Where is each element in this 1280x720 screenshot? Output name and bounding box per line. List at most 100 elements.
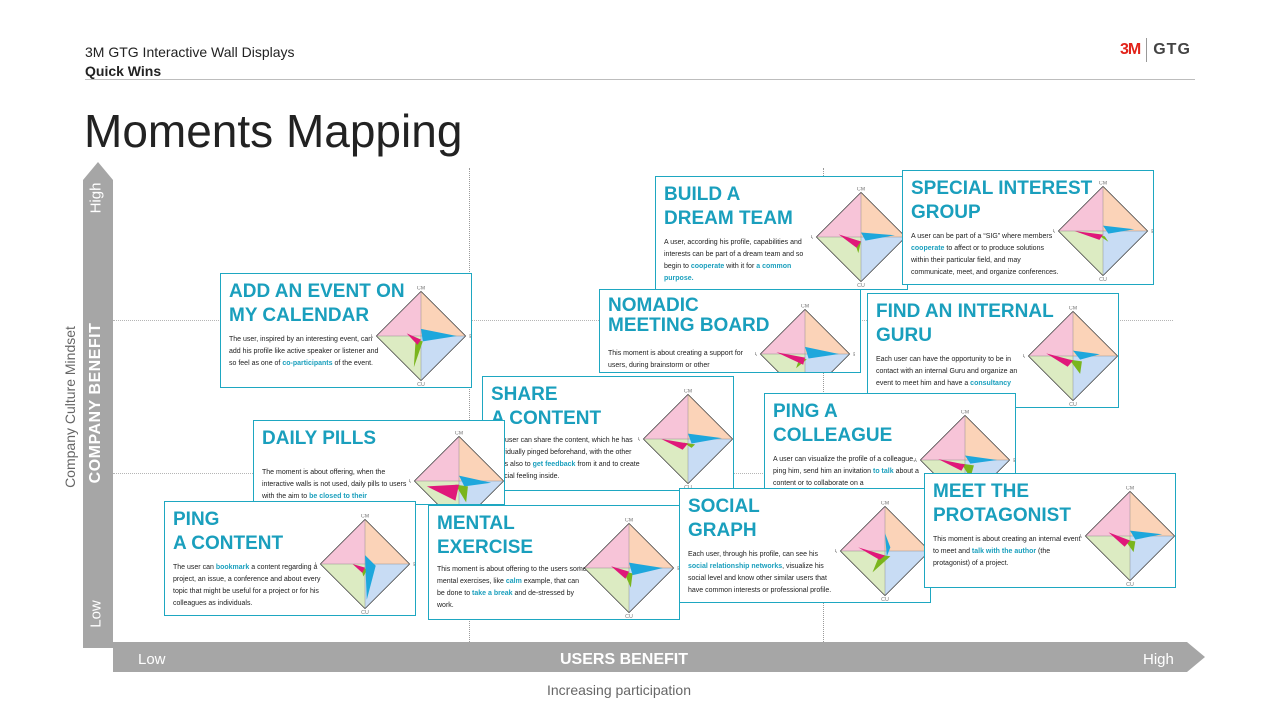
radar-shape-magenta xyxy=(776,352,805,365)
card-text: This moment is about offering to the use… xyxy=(437,566,587,585)
radar-label-e: E xyxy=(853,352,855,358)
card-title-line2: MEETING BOARD xyxy=(608,315,770,336)
card-text: A user can visualize the profile of a co… xyxy=(773,456,916,475)
card-description: The user, inspired by an interesting eve… xyxy=(229,334,379,370)
radar-label-a: A xyxy=(1053,229,1055,235)
card-radar: CMCUAE xyxy=(636,389,733,490)
radar-shape-green xyxy=(455,484,468,503)
radar-shape-green xyxy=(413,339,423,368)
radar-shape-magenta xyxy=(938,459,965,471)
card-highlight: social relationship networks xyxy=(688,563,783,570)
card-highlight: a common purpose. xyxy=(664,263,792,282)
radar-label-cm: CM xyxy=(361,514,370,520)
card-description: The moment is about offering, when the i… xyxy=(262,467,412,503)
radar-shape-blue xyxy=(885,533,891,557)
radar-shape-magenta xyxy=(661,439,688,450)
card-title-line2: PROTAGONIST xyxy=(933,505,1071,526)
radar-shape-magenta xyxy=(1046,353,1073,367)
radar-shape-magenta xyxy=(858,547,885,560)
radar-label-a: A xyxy=(835,549,837,555)
radar-label-a: A xyxy=(409,479,411,485)
radar-quadrant-bottom xyxy=(584,568,629,613)
grid-divider-v1 xyxy=(469,168,470,642)
radar-label-cu: CU xyxy=(1069,402,1077,406)
card-highlight: cooperate xyxy=(911,245,945,252)
radar-chart: CMCUAE xyxy=(833,501,930,602)
radar-label-cm: CM xyxy=(684,389,693,395)
card-highlight: bookmark xyxy=(215,564,250,571)
card-radar: CMCUAE xyxy=(809,187,907,289)
card-description: The user can bookmark a content regardin… xyxy=(173,562,323,610)
header-subtitle: 3M GTG Interactive Wall Displays xyxy=(85,44,295,60)
radar-shape-magenta xyxy=(352,564,365,573)
radar-shape-green xyxy=(872,554,891,573)
y-axis-subtitle: Company Culture Mindset xyxy=(62,326,78,488)
radar-label-cu: CU xyxy=(684,485,692,489)
radar-chart: CMCUAE xyxy=(753,304,857,372)
card-title-line2: A CONTENT xyxy=(491,408,602,429)
card-text: example, that can be done to xyxy=(437,578,580,597)
card-highlight: talk with the author xyxy=(971,548,1037,555)
card-text: A user can be part of a “SIG” where memb… xyxy=(911,233,1053,240)
radar-label-cu: CU xyxy=(1126,582,1134,586)
radar-label-cm: CM xyxy=(625,518,634,524)
radar-quadrant-right xyxy=(459,481,504,504)
card-title-line1: NOMADIC xyxy=(608,295,699,316)
page-title: Moments Mapping xyxy=(84,105,463,157)
card-title-line2: EXERCISE xyxy=(437,537,534,558)
radar-outline xyxy=(583,522,675,614)
card-title-line1: BUILD A xyxy=(664,184,741,205)
card-text: , visualize his social level and know ot… xyxy=(688,563,832,594)
card-text: Each user, through his profile, can see … xyxy=(688,551,818,558)
radar-quadrant-top xyxy=(365,519,410,564)
radar-label-a: A xyxy=(1080,534,1082,540)
radar-label-a: A xyxy=(315,562,317,568)
radar-label-cm: CM xyxy=(455,431,464,437)
card-title-line1: SOCIAL xyxy=(688,496,760,517)
card-title-line2: DREAM TEAM xyxy=(664,208,793,229)
card-highlight: take a break xyxy=(472,590,513,597)
radar-label-e: E xyxy=(1151,229,1153,235)
radar-outline xyxy=(759,308,851,372)
card-title-line2: GURU xyxy=(876,325,932,346)
card-description: A user can visualize the profile of a co… xyxy=(773,454,923,490)
card-description: This moment is about creating a support … xyxy=(608,348,758,372)
radar-shape-blue xyxy=(421,328,457,342)
radar-quadrant-top xyxy=(805,309,850,354)
card-title-line1: SPECIAL INTEREST xyxy=(911,178,1093,199)
radar-shape-green xyxy=(1069,359,1082,374)
card-text: about a content or to collaborate on a xyxy=(773,468,919,487)
radar-shape-magenta xyxy=(1108,532,1130,547)
card-text: a content regarding a project, an issue,… xyxy=(173,564,321,607)
card-title: DAILY PILLS xyxy=(262,427,452,451)
radar-shape-green xyxy=(1097,234,1109,242)
radar-quadrant-top xyxy=(688,394,733,439)
radar-quadrant-top xyxy=(965,415,1010,460)
radar-label-a: A xyxy=(755,352,757,358)
card-radar: CMCUAE xyxy=(833,501,930,602)
radar-quadrant-right xyxy=(688,439,733,484)
radar-quadrant-top xyxy=(885,506,930,551)
radar-chart: CMCUAE xyxy=(407,431,504,504)
card-title-line2: MY CALENDAR xyxy=(229,305,370,326)
card-highlight: to talk xyxy=(873,468,894,475)
radar-shape-blue xyxy=(1130,530,1163,540)
card-daily-pills[interactable]: DAILY PILLS The moment is about offering,… xyxy=(253,420,505,505)
radar-shape-magenta xyxy=(838,234,861,248)
y-axis-high-label: High xyxy=(87,182,105,214)
